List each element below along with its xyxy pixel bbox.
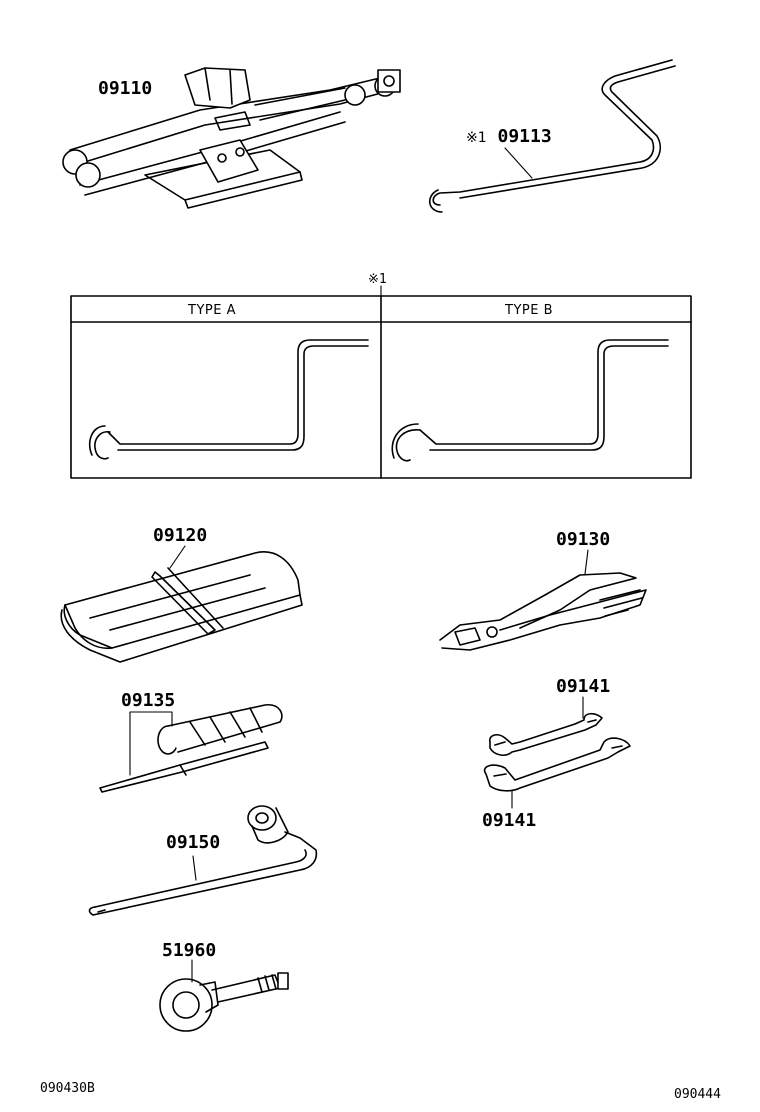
- part-label-jack: 09110: [98, 78, 153, 99]
- wrench-lower-illustration: [483, 737, 631, 809]
- part-label-screwdriver: 09135: [121, 690, 176, 711]
- part-label-wheel-wrench: 09150: [166, 832, 221, 853]
- type-b-label: TYPE B: [505, 303, 553, 318]
- wrench-upper-illustration: [488, 696, 603, 757]
- part-label-towing-eye: 51960: [162, 940, 217, 961]
- part-label-jack-handle-row: ※1 09113: [466, 128, 552, 146]
- part-label-wrench-upper: 09141: [556, 676, 611, 697]
- jack-illustration: [62, 67, 401, 209]
- type-table: [70, 285, 692, 479]
- note-symbol: ※1: [466, 130, 487, 146]
- screwdriver-illustration: [99, 704, 283, 793]
- type-a-label: TYPE A: [188, 303, 236, 318]
- footer-left-code: 090430B: [40, 1081, 95, 1096]
- jack-handle-illustration: [429, 59, 676, 213]
- part-label-jack-handle: 09113: [497, 126, 552, 147]
- part-label-tool-bag: 09120: [153, 525, 208, 546]
- type-table-note: ※1: [368, 272, 387, 287]
- footer-right-code: 090444: [674, 1087, 721, 1102]
- part-label-pliers: 09130: [556, 529, 611, 550]
- pliers-illustration: [439, 549, 647, 651]
- wheel-wrench-illustration: [88, 805, 318, 916]
- part-label-wrench-lower: 09141: [482, 810, 537, 831]
- tool-bag-illustration: [60, 545, 303, 663]
- towing-eye-illustration: [159, 959, 289, 1032]
